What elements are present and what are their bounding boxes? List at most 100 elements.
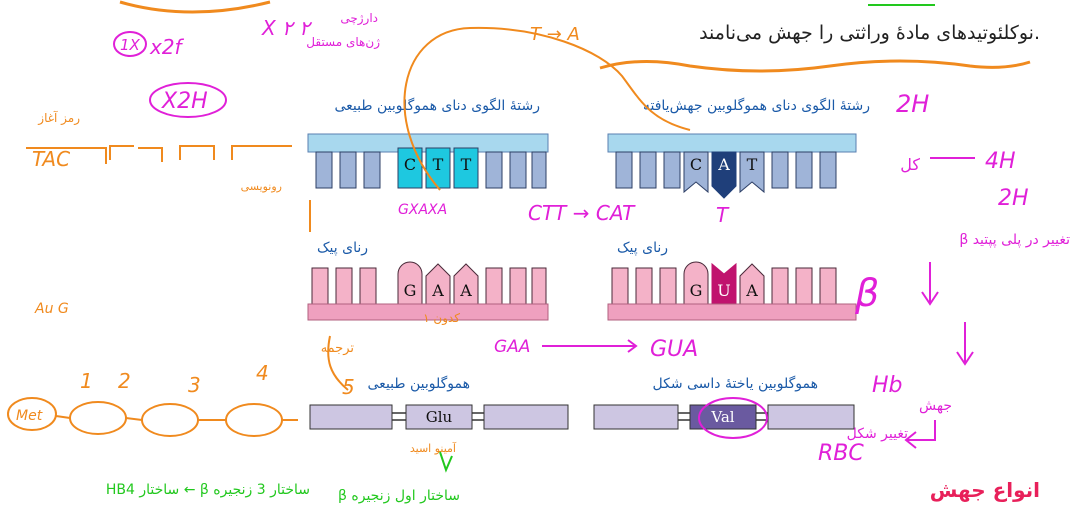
note-chrom2: ژن‌های مستقل <box>306 35 380 50</box>
dna-base <box>771 151 789 189</box>
mrna-backbone-right <box>607 303 857 321</box>
chain-circle <box>141 403 199 437</box>
note-t-to-a: T → A <box>530 24 580 45</box>
note-hb-change: جهش <box>919 398 952 414</box>
dna-base <box>315 151 333 189</box>
mrna-mutant-letter-1: G <box>690 281 703 300</box>
note-4h: 4H <box>985 149 1016 174</box>
protein-residue-glu <box>405 404 473 430</box>
dna-base <box>509 151 527 189</box>
dna-base <box>819 151 837 189</box>
dna-base-a-mutant <box>711 151 737 199</box>
mrna-base <box>795 267 813 305</box>
flow-arrow-down <box>921 262 939 306</box>
note-x2h: X2H <box>161 89 208 114</box>
orange-arrow-curve <box>327 335 349 391</box>
flow-arrow-left <box>904 420 936 449</box>
protein-segment <box>767 404 855 430</box>
protein-sickle: Val <box>593 404 855 430</box>
mrna-base-g <box>397 261 423 305</box>
mrna-backbone-left <box>307 303 549 321</box>
section-heading: انواع جهش <box>930 478 1040 502</box>
dna-base <box>339 151 357 189</box>
chain-circle-met <box>7 397 57 431</box>
mrna-normal-letter-3: A <box>459 281 472 300</box>
orange-annotations: T → A رمز آغاز TAC رونویسی Au G ترجمه کد… <box>7 24 691 455</box>
dna-base <box>531 151 547 189</box>
label-mrna-right: رنای پیک <box>617 240 668 256</box>
chain-link <box>55 415 71 419</box>
note-translation: ترجمه <box>321 341 355 356</box>
protein-segment <box>483 404 569 430</box>
note-hb: Hb <box>872 373 903 398</box>
dna-mutant-letter-3: T <box>747 155 758 174</box>
note-beta-change: β تغییر در پلی پپتید <box>959 232 1070 248</box>
note-2h-b: 2H <box>998 186 1029 211</box>
chain-circle <box>69 401 127 435</box>
mrna-base <box>635 267 653 305</box>
mrna-strand-normal: G A A <box>307 261 549 321</box>
dna-base <box>639 151 657 189</box>
flow-arrow-down-2 <box>956 322 974 366</box>
dna-strand-normal: C T T <box>307 133 549 189</box>
amino-mutant: Val <box>710 408 734 426</box>
note-met: Met <box>16 408 43 424</box>
mrna-base <box>485 267 503 305</box>
arrow-head <box>627 339 638 353</box>
chain-circle <box>225 403 283 437</box>
protein-segment <box>309 404 393 430</box>
orange-bracket-line <box>26 145 292 164</box>
mrna-base <box>335 267 353 305</box>
green-annotations: HB4 ساختار ← β ساختار 3 زنجیره β ساختار … <box>106 451 460 504</box>
dna-base <box>363 151 381 189</box>
note-bottom-mid: β ساختار اول زنجیره <box>338 488 460 504</box>
note-gua: GUA <box>650 337 698 362</box>
note-ctt-cat: CTT → CAT <box>528 201 636 225</box>
mrna-base <box>771 267 789 305</box>
mrna-base <box>611 267 629 305</box>
num-2: 2 <box>118 369 131 393</box>
mrna-normal-letter-1: G <box>404 281 417 300</box>
mrna-strand-mutant: G U A <box>607 261 857 321</box>
circle-val <box>698 397 768 439</box>
note-start-codon: رمز آغاز <box>37 110 80 126</box>
note-x2f: x2f <box>149 35 185 59</box>
note-rbc: RBC <box>818 441 864 466</box>
amino-normal: Glu <box>426 408 453 426</box>
note-gxaxa: GXAXA <box>398 202 447 218</box>
mrna-base <box>359 267 377 305</box>
label-sickle-protein: هموگلوبین یاختهٔ داسی شکل <box>652 375 818 392</box>
intro-underline <box>599 59 1031 73</box>
dna-base-t <box>739 151 765 194</box>
dna-mutant-letter-1: C <box>690 155 702 174</box>
dna-normal-letter-2: T <box>433 155 444 174</box>
circle-1x <box>113 31 147 57</box>
dna-base-c <box>683 151 709 194</box>
num-1: 1 <box>80 369 93 393</box>
mrna-base <box>659 267 677 305</box>
dna-normal-letter-1: C <box>404 155 416 174</box>
mrna-mutant-letter-3: A <box>745 281 758 300</box>
dna-mutant-letter-2: A <box>717 155 730 174</box>
top-orange-curve <box>119 0 271 14</box>
note-amino-acid: آمینو اسید <box>410 441 457 455</box>
label-mrna-left: رنای پیک <box>317 240 368 256</box>
note-codon-1: کدون ۱ <box>423 311 460 326</box>
note-1x: 1X <box>120 36 141 54</box>
dna-base <box>485 151 503 189</box>
dna-strand-mutant: C A T <box>607 133 857 199</box>
note-arrow-kol: کل <box>900 155 920 174</box>
note-tac: TAC <box>32 147 70 171</box>
note-bottom-left: HB4 ساختار ← β ساختار 3 زنجیره <box>106 482 310 498</box>
dna-base <box>795 151 813 189</box>
dna-base <box>615 151 633 189</box>
note-x2-top: X ۲ ۲ <box>261 16 313 40</box>
mrna-base <box>531 267 547 305</box>
note-beta-big: β <box>854 271 879 315</box>
dna-normal-letter-3: T <box>461 155 472 174</box>
dna-backbone-right <box>607 133 857 153</box>
num-3: 3 <box>188 373 201 397</box>
label-mutant-template: رشتهٔ الگوی دنای هموگلوبین جهش‌یافته <box>643 97 870 114</box>
pink-annotations: X ۲ ۲ دارژچی ژن‌های مستقل 1X x2f X2H 2H … <box>113 11 1070 466</box>
